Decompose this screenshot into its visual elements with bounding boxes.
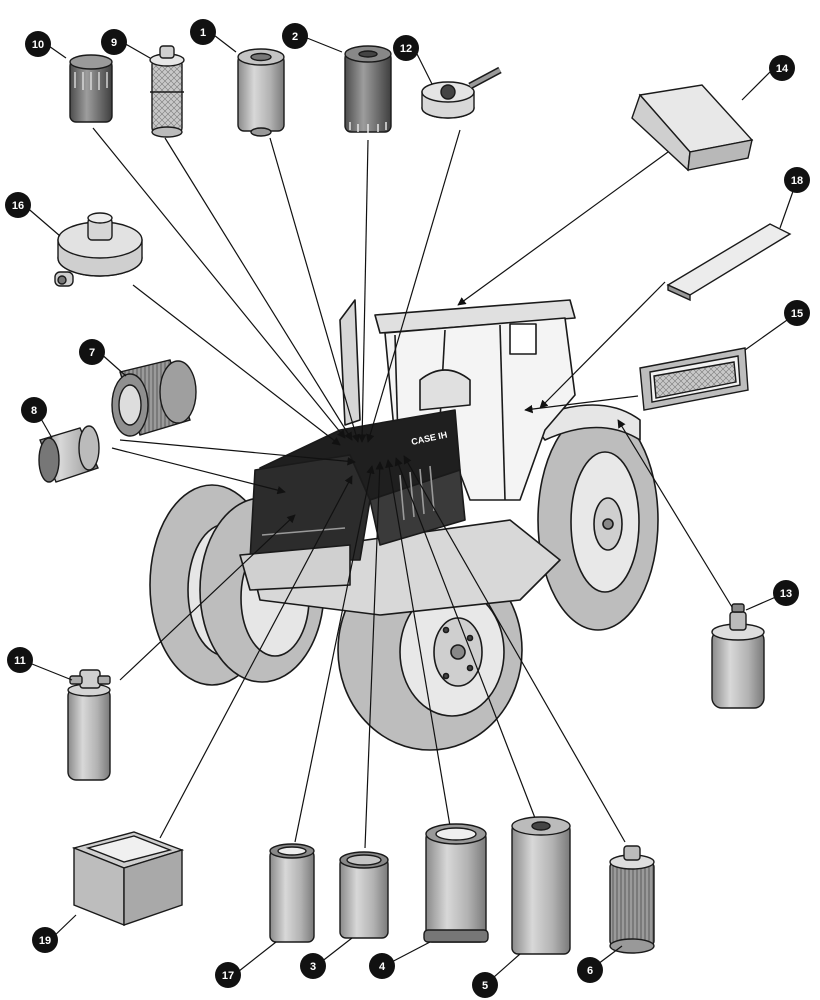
svg-text:9: 9 [111,37,117,49]
part-2-fuel-filter [344,45,392,133]
callout-badge-6: 6 [577,957,603,983]
part-7-air-filter-primary [111,359,197,437]
part-17-filter-element [269,843,315,943]
callout-badge-3: 3 [300,953,326,979]
callout-badge-9: 9 [101,29,127,55]
callout-badges: 10 9 1 2 12 14 18 15 [5,19,810,998]
callout-badge-7: 7 [79,339,105,365]
svg-text:5: 5 [482,980,488,992]
callout-badge-2: 2 [282,23,308,49]
leader-lines [92,127,736,849]
svg-text:3: 3 [310,961,316,973]
part-1-oil-filter [237,48,285,137]
svg-text:1: 1 [200,27,206,39]
svg-text:19: 19 [39,935,51,947]
part-19-square-filter [71,831,185,927]
part-8-air-filter-secondary [38,425,100,483]
part-12-breather [421,66,502,119]
part-18-panel-filter [666,223,792,302]
part-11-receiver-drier [67,669,111,781]
callout-badge-19: 19 [32,927,58,953]
svg-text:6: 6 [587,965,593,977]
callout-badge-13: 13 [773,580,799,606]
callout-badge-16: 16 [5,192,31,218]
callout-badge-4: 4 [369,953,395,979]
part-9-strainer [149,45,185,138]
callout-badge-18: 18 [784,167,810,193]
callout-badge-10: 10 [25,31,51,57]
hood: CASE IH [249,409,466,561]
cab [339,299,576,501]
callout-badge-8: 8 [21,397,47,423]
svg-text:4: 4 [379,961,386,973]
callout-badge-15: 15 [784,300,810,326]
callout-badge-1: 1 [190,19,216,45]
svg-text:18: 18 [791,175,803,187]
part-5-filter-element [511,816,571,955]
svg-text:17: 17 [222,970,234,982]
part-10-fuel-prefilter [69,54,113,123]
svg-text:10: 10 [32,39,44,51]
part-14-cab-air-filter [631,84,754,172]
callout-badge-14: 14 [769,55,795,81]
callout-badge-12: 12 [393,35,419,61]
part-16-hydraulic-filter-head [54,212,143,287]
svg-text:8: 8 [31,405,37,417]
svg-text:12: 12 [400,43,412,55]
tractor-illustration: CASE IH [149,299,659,751]
part-13-accumulator [711,603,765,709]
part-15-recirc-filter [639,347,749,411]
svg-text:16: 16 [12,200,24,212]
svg-text:13: 13 [780,588,792,600]
part-4-filter-element [423,823,489,943]
callout-badge-11: 11 [7,647,33,673]
callout-badge-17: 17 [215,962,241,988]
svg-text:11: 11 [14,655,26,667]
part-6-filter-cartridge [609,845,655,954]
svg-text:14: 14 [776,63,789,75]
rear-right-wheel [537,409,659,631]
callout-badge-5: 5 [472,972,498,998]
svg-text:15: 15 [791,308,803,320]
svg-text:7: 7 [89,347,95,359]
svg-text:2: 2 [292,31,298,43]
part-3-filter-element [339,851,389,939]
